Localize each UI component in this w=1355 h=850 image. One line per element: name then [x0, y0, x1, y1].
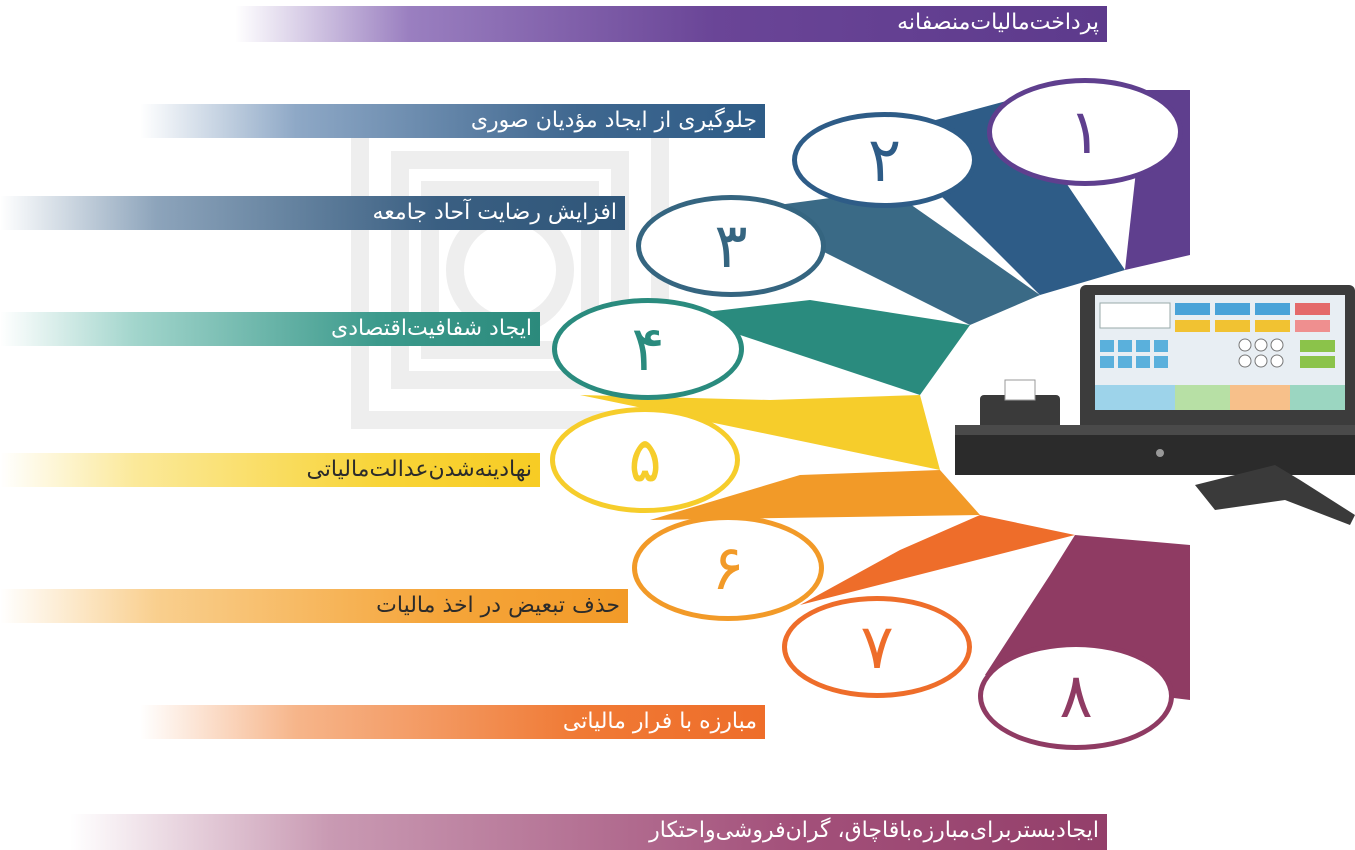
step-label-5: حذف تبعیض در اخذ مالیات [376, 593, 620, 618]
step-circle-1: ۱ [987, 78, 1183, 186]
step-number-1: ۱ [1068, 95, 1102, 168]
step-banner-3: ایجاد شفافیت‌اقتصادی [0, 312, 540, 346]
step-circle-5: ۵ [550, 407, 740, 513]
step-banner-2: افزایش رضایت آحاد جامعه [0, 196, 625, 230]
step-banner-7: ایجاد‌بستر‌برای‌مبارزه‌با‌قاچاق، گران‌فر… [70, 814, 1107, 850]
step-label-3: ایجاد شفافیت‌اقتصادی [330, 316, 532, 341]
step-number-3: ۳ [714, 209, 748, 282]
step-label-2: افزایش رضایت آحاد جامعه [372, 200, 617, 225]
step-label-4: نهادینه‌شدن‌عدالت‌مالیاتی [306, 457, 532, 482]
step-banner-4: نهادینه‌شدن‌عدالت‌مالیاتی [0, 453, 540, 487]
step-label-1: جلوگیری از ایجاد مؤدیان صوری [470, 108, 757, 133]
title-banner: پرداخت‌مالیات‌منصفانه [235, 6, 1107, 42]
step-number-2: ۲ [867, 123, 902, 196]
step-circle-6: ۶ [632, 515, 824, 621]
wedge-4 [680, 300, 970, 395]
step-number-5: ۵ [628, 423, 662, 496]
step-circle-3: ۳ [636, 195, 826, 297]
step-banner-1: جلوگیری از ایجاد مؤدیان صوری [140, 104, 765, 138]
step-number-6: ۶ [711, 531, 745, 604]
step-banner-6: مبارزه با فرار مالیاتی [140, 705, 765, 739]
step-circle-4: ۴ [552, 298, 744, 400]
pos-terminal-icon [955, 285, 1355, 525]
wedge-6 [650, 470, 980, 520]
step-circle-7: ۷ [782, 596, 972, 698]
wedge-7 [800, 515, 1075, 605]
step-number-8: ۸ [1059, 659, 1093, 732]
title-text: پرداخت‌مالیات‌منصفانه [897, 10, 1099, 35]
step-number-4: ۴ [631, 312, 665, 385]
step-circle-8: ۸ [978, 642, 1174, 750]
step-number-7: ۷ [860, 610, 894, 683]
step-circle-2: ۲ [792, 112, 977, 208]
step-banner-5: حذف تبعیض در اخذ مالیات [0, 589, 628, 623]
step-label-7: ایجاد‌بستر‌برای‌مبارزه‌با‌قاچاق، گران‌فر… [649, 818, 1099, 843]
step-label-6: مبارزه با فرار مالیاتی [562, 709, 757, 734]
